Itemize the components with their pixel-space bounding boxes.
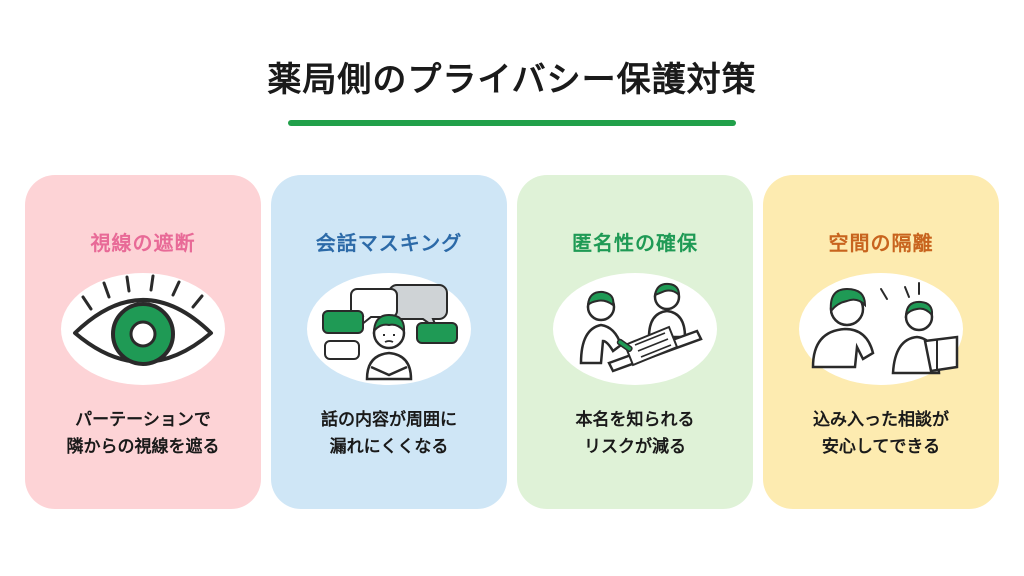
card-list: 視線の遮断 パーテーションで 隣からの視線を遮る 会話マスキング [25,175,999,509]
separated-space-icon [799,273,963,385]
card-title: 会話マスキング [315,231,463,255]
card-anonymity: 匿名性の確保 本名を知られる リスクが減る [517,175,753,509]
title-underline [288,120,736,126]
card-title: 空間の隔離 [828,231,934,255]
card-title: 視線の遮断 [90,231,196,255]
card-space-separation: 空間の隔離 込み入った相談が 安心してできる [763,175,999,509]
card-conversation-masking: 会話マスキング 話の内容が周囲に 漏れにくくなる [271,175,507,509]
card-description: 込み入った相談が 安心してできる [813,410,949,457]
page-title: 薬局側のプライバシー保護対策 [267,60,757,100]
card-description: パーテーションで 隣からの視線を遮る [66,410,220,457]
card-description: 本名を知られる リスクが減る [575,410,695,457]
card-description: 話の内容が周囲に 漏れにくくなる [321,410,457,457]
card-title: 匿名性の確保 [572,231,698,255]
eye-icon [61,273,225,385]
card-line-of-sight: 視線の遮断 パーテーションで 隣からの視線を遮る [25,175,261,509]
anonymous-form-icon [553,273,717,385]
speech-masking-icon [307,273,471,385]
